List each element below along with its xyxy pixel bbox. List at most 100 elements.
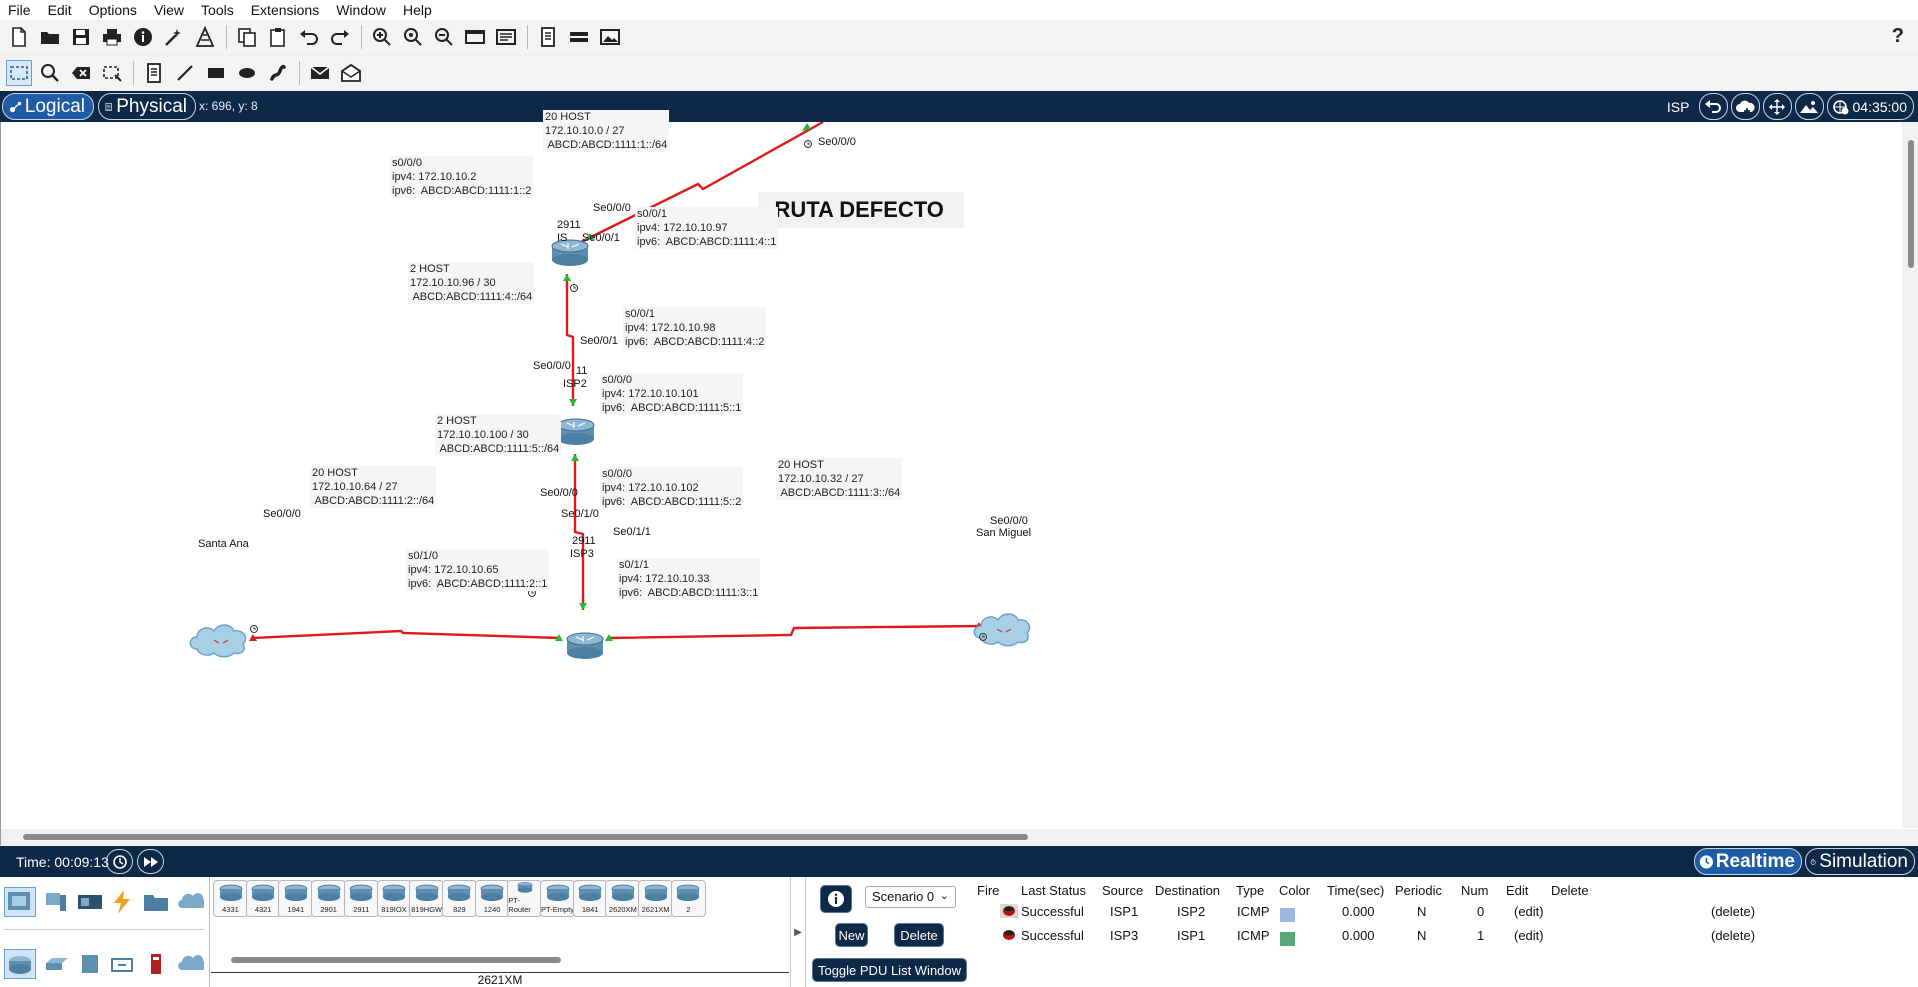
- activity-wizard-icon[interactable]: [161, 24, 187, 50]
- open-folder-icon[interactable]: [37, 24, 63, 50]
- place-note-icon[interactable]: [141, 60, 167, 86]
- logical-workspace[interactable]: - RUTA DEFECTO 20 HOST 172.10.10.0 / 27 …: [0, 110, 1918, 845]
- link-isp1-isp2[interactable]: [565, 274, 575, 406]
- copy-icon[interactable]: [234, 24, 260, 50]
- horizontal-scroll-thumb[interactable]: [23, 834, 1028, 840]
- inspect-tool-icon[interactable]: [37, 60, 63, 86]
- device-item[interactable]: 1841: [572, 880, 608, 917]
- info-icon[interactable]: [130, 24, 156, 50]
- device-item[interactable]: 1240: [474, 880, 510, 917]
- new-cluster-icon[interactable]: [1730, 93, 1760, 120]
- draw-line-icon[interactable]: [172, 60, 198, 86]
- zoom-in-icon[interactable]: [369, 24, 395, 50]
- note-isp3-s010[interactable]: s0/1/0 ipv4: 172.10.10.65 ipv6: ABCD:ABC…: [406, 549, 550, 591]
- device-item[interactable]: 819HGW: [409, 880, 445, 917]
- note-isp3-s000[interactable]: s0/0/0 ipv4: 172.10.10.102 ipv6: ABCD:AB…: [600, 467, 744, 509]
- device-item[interactable]: 4331: [213, 880, 248, 917]
- menu-help[interactable]: Help: [403, 2, 432, 18]
- device-item[interactable]: 2621XM: [638, 880, 674, 917]
- routers-category-icon[interactable]: [4, 949, 36, 979]
- menu-options[interactable]: Options: [88, 2, 137, 18]
- note-isp2-s001[interactable]: s0/0/1 ipv4: 172.10.10.98 ipv6: ABCD:ABC…: [623, 307, 767, 349]
- router-isp1-icon[interactable]: [551, 239, 589, 266]
- scenario-info-button[interactable]: [820, 885, 852, 913]
- horizontal-scrollbar[interactable]: [1, 829, 1918, 845]
- resize-tool-icon[interactable]: [99, 60, 125, 86]
- wan-emulation-icon[interactable]: [174, 949, 206, 979]
- freeform-icon[interactable]: [265, 60, 291, 86]
- new-scenario-button[interactable]: New: [835, 923, 868, 947]
- delete-tool-icon[interactable]: [68, 60, 94, 86]
- multiuser-icon[interactable]: [174, 887, 206, 917]
- select-tool-icon[interactable]: [6, 60, 32, 86]
- save-icon[interactable]: [68, 24, 94, 50]
- vertical-scroll-thumb[interactable]: [1908, 140, 1914, 268]
- pdu-row-1-edit-link[interactable]: (edit): [1514, 904, 1544, 919]
- set-background-icon[interactable]: [1794, 93, 1824, 120]
- device-item[interactable]: 1941: [278, 880, 314, 917]
- simple-pdu-icon[interactable]: [307, 60, 333, 86]
- zoom-out-icon[interactable]: [431, 24, 457, 50]
- switches-category-icon[interactable]: [40, 949, 72, 979]
- custom-device-icon[interactable]: [493, 24, 519, 50]
- toggle-pdu-list-button[interactable]: Toggle PDU List Window: [812, 958, 967, 982]
- scenario-select[interactable]: Scenario 0 ⌄: [865, 886, 956, 908]
- delete-scenario-button[interactable]: Delete: [894, 923, 944, 947]
- fire-icon[interactable]: [1000, 904, 1018, 921]
- fast-forward-icon[interactable]: [137, 849, 164, 874]
- device-item[interactable]: 819IOX: [376, 880, 412, 917]
- note-net4[interactable]: 20 HOST 172.10.10.64 / 27 ABCD:ABCD:1111…: [310, 466, 437, 508]
- note-isp3-s011[interactable]: s0/1/1 ipv4: 172.10.10.33 ipv6: ABCD:ABC…: [617, 558, 761, 600]
- miscellaneous-icon[interactable]: [140, 887, 172, 917]
- cloud-san-miguel-icon[interactable]: [973, 613, 1031, 647]
- menu-view[interactable]: View: [153, 2, 185, 18]
- device-item[interactable]: PT-Empty: [540, 880, 575, 917]
- note-net2[interactable]: 2 HOST 172.10.10.96 / 30 ABCD:ABCD:1111:…: [408, 262, 535, 304]
- device-item[interactable]: 2: [670, 880, 706, 917]
- drawing-palette-icon[interactable]: [462, 24, 488, 50]
- print-icon[interactable]: [99, 24, 125, 50]
- draw-rectangle-icon[interactable]: [203, 60, 229, 86]
- tab-logical[interactable]: Logical: [2, 93, 94, 120]
- collapse-panel-arrow[interactable]: ▶: [790, 877, 806, 987]
- wireless-category-icon[interactable]: [106, 949, 138, 979]
- redo-icon[interactable]: [327, 24, 353, 50]
- undo-icon[interactable]: [296, 24, 322, 50]
- menu-edit[interactable]: Edit: [47, 2, 72, 18]
- fire-icon[interactable]: [1000, 928, 1018, 945]
- menu-file[interactable]: File: [8, 2, 31, 18]
- pdu-row-2-delete-link[interactable]: (delete): [1711, 928, 1756, 943]
- device-item[interactable]: 4321: [245, 880, 281, 917]
- link-isp2-isp3[interactable]: [573, 454, 585, 610]
- paste-icon[interactable]: [265, 24, 291, 50]
- connections-icon[interactable]: [106, 887, 138, 917]
- menu-tools[interactable]: Tools: [201, 2, 234, 18]
- menu-window[interactable]: Window: [336, 2, 386, 18]
- new-file-icon[interactable]: [6, 24, 32, 50]
- device-item[interactable]: PT-Router: [507, 880, 543, 917]
- vertical-scrollbar[interactable]: [1902, 122, 1918, 828]
- menu-extensions[interactable]: Extensions: [250, 2, 320, 18]
- device-item[interactable]: 2911: [343, 880, 379, 917]
- power-cycle-icon[interactable]: [106, 849, 133, 874]
- router-isp2-icon[interactable]: [557, 418, 595, 445]
- note-isp1-s001[interactable]: s0/0/1 ipv4: 172.10.10.97 ipv6: ABCD:ABC…: [635, 207, 779, 249]
- device-item[interactable]: 2620XM: [605, 880, 641, 917]
- note-net5[interactable]: 20 HOST 172.10.10.32 / 27 ABCD:ABCD:1111…: [776, 458, 903, 500]
- device-dialog-icon[interactable]: [566, 24, 592, 50]
- note-net3[interactable]: 2 HOST 172.10.10.100 / 30 ABCD:ABCD:1111…: [435, 414, 562, 456]
- router-isp3-icon[interactable]: [566, 632, 604, 659]
- network-devices-icon[interactable]: [4, 887, 36, 917]
- pdu-row-1-delete-link[interactable]: (delete): [1711, 904, 1756, 919]
- link-santaana-isp3[interactable]: [252, 629, 562, 640]
- network-info-icon[interactable]: [192, 24, 218, 50]
- note-isp2-s000[interactable]: s0/0/0 ipv4: 172.10.10.101 ipv6: ABCD:AB…: [600, 373, 744, 415]
- hubs-category-icon[interactable]: [74, 949, 106, 979]
- cloud-santa-ana-icon[interactable]: [189, 624, 247, 658]
- note-net1[interactable]: 20 HOST 172.10.10.0 / 27 ABCD:ABCD:1111:…: [543, 110, 670, 152]
- tab-physical[interactable]: Physical: [98, 93, 196, 120]
- components-icon[interactable]: [74, 887, 106, 917]
- help-icon[interactable]: ?: [1891, 25, 1904, 47]
- pdu-row-2-edit-link[interactable]: (edit): [1514, 928, 1544, 943]
- draw-ellipse-icon[interactable]: [234, 60, 260, 86]
